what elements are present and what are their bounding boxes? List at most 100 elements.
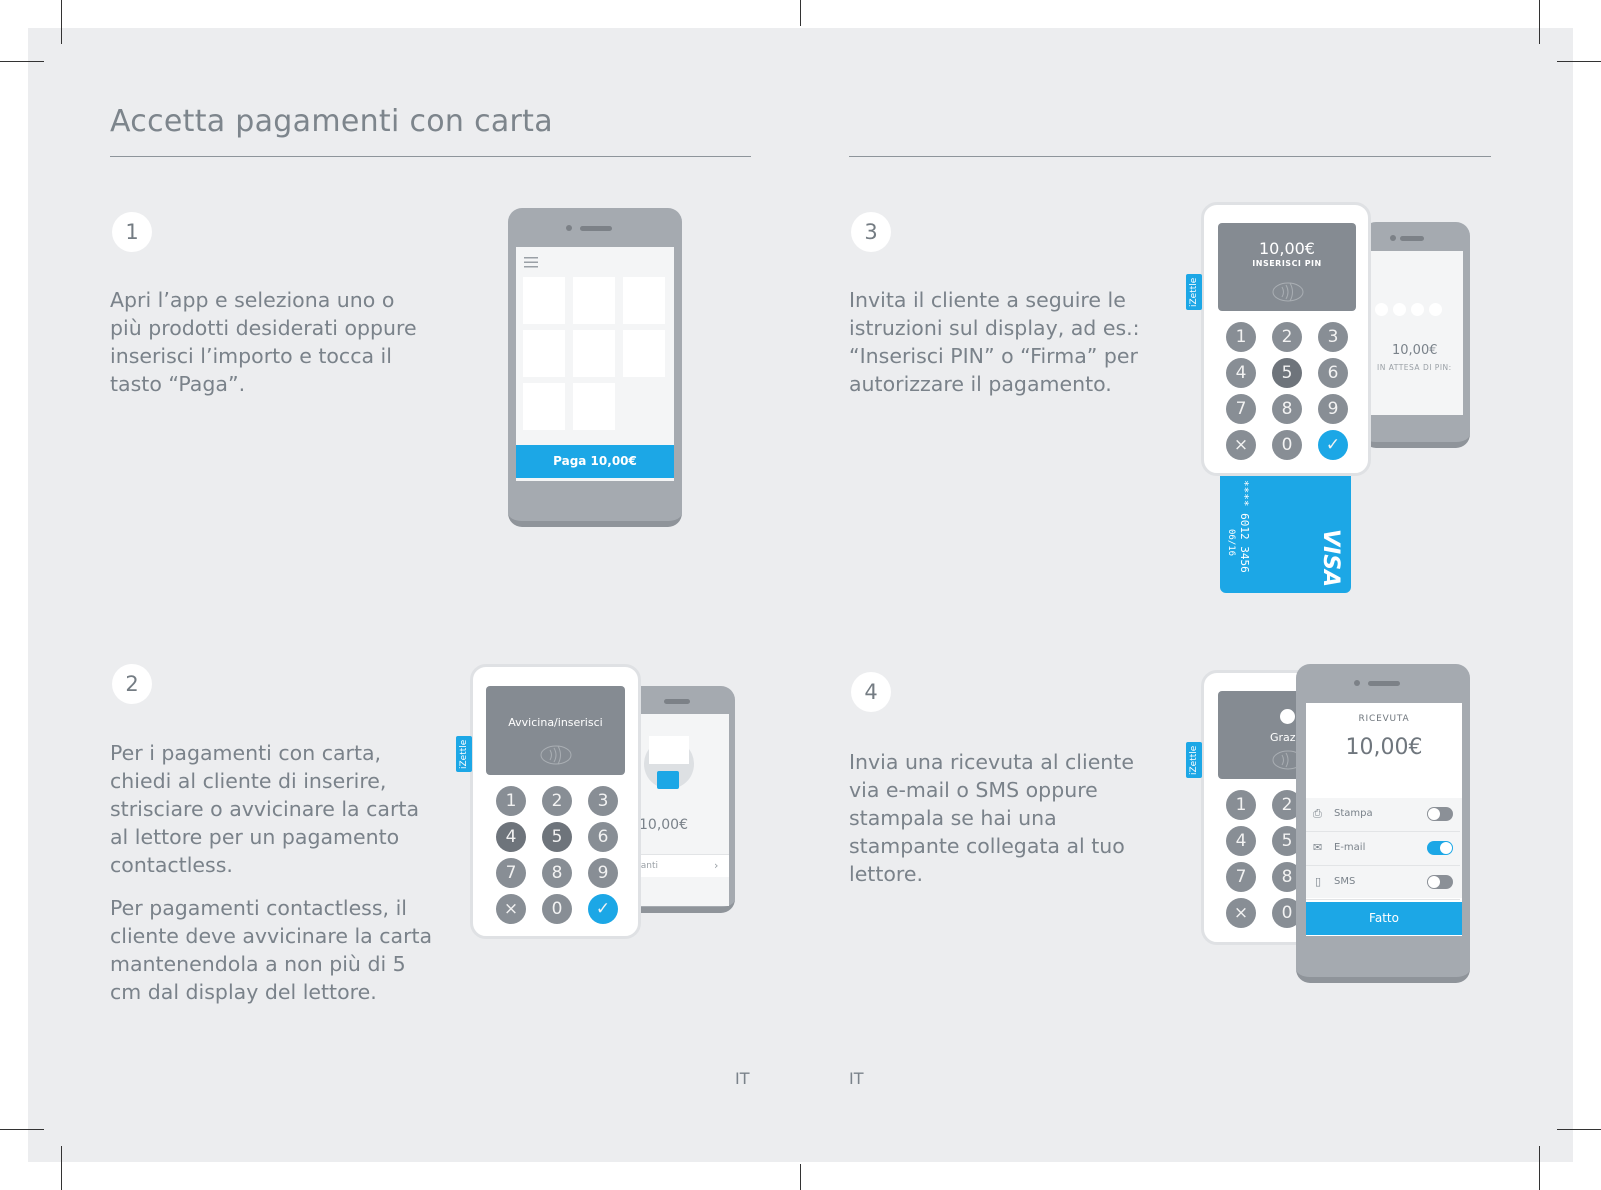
key-3[interactable]: 3 [1318, 322, 1348, 352]
key-9[interactable]: 9 [1318, 394, 1348, 424]
email-toggle[interactable] [1427, 841, 1453, 855]
key-2[interactable]: 2 [1272, 322, 1302, 352]
product-tile[interactable] [523, 330, 565, 377]
payment-card: **** 6012 3456 06/16 VISA [1220, 474, 1351, 593]
card-expiry: 06/16 [1226, 529, 1236, 557]
receipt-screen: RICEVUTA 10,00€ ⎙ Stampa ✉ E-mail ▯ SMS [1306, 703, 1462, 936]
key-9[interactable]: 9 [588, 858, 618, 888]
camera [1390, 235, 1396, 241]
key-1[interactable]: 1 [1226, 790, 1256, 820]
sms-toggle[interactable] [1427, 875, 1453, 889]
key-3[interactable]: 3 [588, 786, 618, 816]
phone-amount: 10,00€ [639, 817, 688, 833]
step-3-number: 3 [851, 212, 891, 252]
crop-mark [61, 1146, 62, 1190]
card-reader-step-3: 10,00€ INSERISCI PIN 1 2 3 4 5 6 7 8 9 ×… [1201, 202, 1371, 476]
key-8[interactable]: 8 [542, 858, 572, 888]
pay-button[interactable]: Paga 10,00€ [516, 445, 674, 478]
step-2-text: Per i pagamenti con carta, chiedi al cli… [110, 741, 420, 877]
title-rule-right [849, 156, 1491, 157]
crop-mark [1539, 1146, 1540, 1190]
pin-status: IN ATTESA DI PIN: [1377, 363, 1452, 372]
contactless-icon [540, 745, 572, 765]
key-4[interactable]: 4 [496, 822, 526, 852]
receipt-amount: 10,00€ [1345, 735, 1423, 760]
menu-icon[interactable] [524, 257, 538, 268]
card-icon [644, 736, 694, 789]
receipt-option-email[interactable]: ✉ E-mail [1306, 832, 1460, 866]
reader-display-text: Graz [1270, 731, 1296, 744]
confirm-key[interactable]: ✓ [1318, 430, 1348, 460]
crop-mark [800, 0, 801, 26]
product-tile[interactable] [523, 277, 565, 324]
speaker [664, 699, 690, 704]
key-4[interactable]: 4 [1226, 826, 1256, 856]
pin-dot [1411, 303, 1424, 316]
product-tile[interactable] [523, 383, 565, 430]
card-brand: VISA [1318, 529, 1343, 588]
contactless-icon [1272, 282, 1304, 302]
key-1[interactable]: 1 [1226, 322, 1256, 352]
receipt-title: RICEVUTA [1358, 714, 1410, 724]
crop-mark [800, 1164, 801, 1190]
option-label: Stampa [1334, 808, 1373, 819]
key-7[interactable]: 7 [1226, 862, 1256, 892]
phone-screen: 10,00€ IN ATTESA DI PIN: [1369, 251, 1463, 415]
crop-mark [61, 0, 62, 44]
step-2-number: 2 [112, 664, 152, 704]
key-6[interactable]: 6 [1318, 358, 1348, 388]
mail-icon: ✉ [1313, 841, 1323, 854]
step-2-text-contactless: Per pagamenti contactless, il cliente de… [110, 896, 433, 1004]
key-0[interactable]: 0 [542, 894, 572, 924]
key-1[interactable]: 1 [496, 786, 526, 816]
receipt-option-sms[interactable]: ▯ SMS [1306, 866, 1460, 900]
reader-amount: 10,00€ [1259, 239, 1315, 258]
product-tile[interactable] [623, 277, 665, 324]
camera [566, 225, 572, 231]
crop-mark [1539, 0, 1540, 44]
key-7[interactable]: 7 [1226, 394, 1256, 424]
key-4[interactable]: 4 [1226, 358, 1256, 388]
key-6[interactable]: 6 [588, 822, 618, 852]
chevron-right-icon[interactable]: › [714, 859, 719, 872]
pin-dot [1429, 303, 1442, 316]
reader-display-text: Avvicina/inserisci [508, 716, 603, 729]
phone-step-2: 10,00€ ontanti › [626, 686, 735, 913]
phone-screen: 10,00€ ontanti › [626, 714, 729, 906]
key-5[interactable]: 5 [542, 822, 572, 852]
cancel-key[interactable]: × [1226, 898, 1256, 928]
phone-screen: Paga 10,00€ [516, 247, 674, 481]
speaker [1400, 236, 1424, 241]
done-button[interactable]: Fatto [1306, 902, 1462, 935]
step-3-text: Invita il cliente a seguire le istruzion… [849, 288, 1140, 396]
reader-brand-tag: iZettle [1186, 742, 1202, 778]
product-tile[interactable] [623, 330, 665, 377]
phone-amount: 10,00€ [1392, 343, 1438, 358]
phone-icon: ▯ [1315, 875, 1322, 888]
reader-brand-tag: iZettle [1186, 274, 1202, 310]
camera [1354, 680, 1360, 686]
key-8[interactable]: 8 [1272, 394, 1302, 424]
cancel-key[interactable]: × [1226, 430, 1256, 460]
cancel-key[interactable]: × [496, 894, 526, 924]
reader-brand-tag: iZettle [456, 736, 472, 772]
key-5[interactable]: 5 [1272, 358, 1302, 388]
card-number: **** 6012 3456 [1238, 480, 1251, 573]
receipt-option-print[interactable]: ⎙ Stampa [1306, 798, 1460, 832]
product-tile[interactable] [573, 383, 615, 430]
crop-mark [1557, 61, 1601, 62]
product-tile[interactable] [573, 330, 615, 377]
key-0[interactable]: 0 [1272, 430, 1302, 460]
step-4-text: Invia una ricevuta al cliente via e-mail… [849, 750, 1134, 886]
title-rule [110, 156, 751, 157]
product-tile[interactable] [573, 277, 615, 324]
key-7[interactable]: 7 [496, 858, 526, 888]
confirm-key[interactable]: ✓ [588, 894, 618, 924]
payment-option-label: ontanti [626, 861, 658, 871]
print-toggle[interactable] [1427, 807, 1453, 821]
key-2[interactable]: 2 [542, 786, 572, 816]
crop-mark [0, 1129, 44, 1130]
step-4-number: 4 [851, 672, 891, 712]
speaker [1368, 681, 1400, 686]
